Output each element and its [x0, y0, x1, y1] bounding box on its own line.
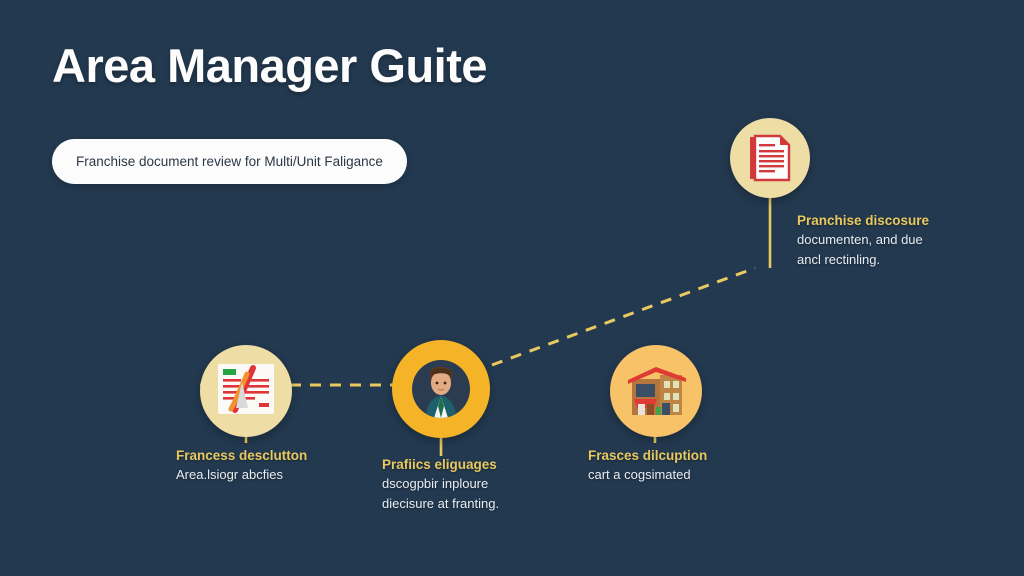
- node-caption-franchise-disclosure: Pranchise discosure documenten, and due …: [797, 213, 929, 270]
- node-caption-frasces-dilcuption: Frasces dilcuption cart a cogsimated: [588, 448, 707, 485]
- node-heading: Pranchise discosure: [797, 213, 930, 228]
- node-circle-building[interactable]: [610, 345, 702, 437]
- node-heading: Frasces dilcuption: [588, 448, 708, 463]
- subtitle-pill-label: Franchise document review for Multi/Unit…: [76, 154, 383, 169]
- node-body: Area.lsiogr abcfies: [176, 467, 283, 482]
- node-circle-avatar[interactable]: [392, 340, 490, 438]
- node-body: documenten, and due ancl rectinling.: [797, 232, 923, 268]
- node-circle-document[interactable]: [730, 118, 810, 198]
- node-body: dscogpbir inploure diecisure at franting…: [382, 476, 500, 512]
- node-circle-form[interactable]: [200, 345, 292, 437]
- person-avatar-icon: [426, 366, 456, 418]
- building-icon: [628, 367, 686, 415]
- node-body: cart a cogsimated: [588, 467, 691, 482]
- avatar: [412, 360, 470, 418]
- node-heading: Francess desclutton: [176, 448, 308, 463]
- page-title: Area Manager Guite: [52, 39, 488, 92]
- node-caption-prafiics-eliguages: Prafiics eliguages dscogpbir inploure di…: [382, 457, 499, 514]
- node-heading: Prafiics eliguages: [382, 457, 497, 472]
- subtitle-pill: Franchise document review for Multi/Unit…: [52, 139, 407, 184]
- document-icon: [750, 134, 791, 182]
- node-caption-francess-desclutton: Francess desclutton Area.lsiogr abcfies: [176, 448, 307, 485]
- form-document-icon: [218, 364, 274, 414]
